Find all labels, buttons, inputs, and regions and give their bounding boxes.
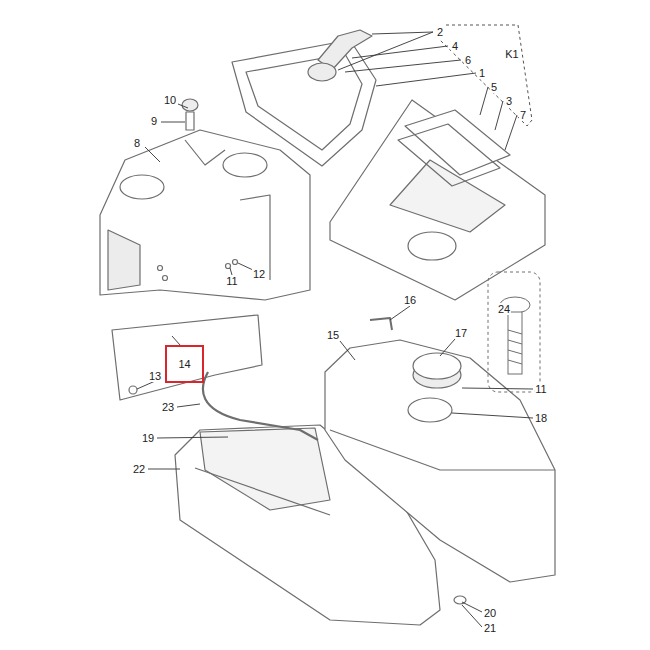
callout-number: 4 <box>451 40 459 52</box>
illustration-line <box>376 73 476 86</box>
callout-number: 16 <box>403 294 417 306</box>
illustration-line <box>440 339 455 356</box>
callout-number: 14 <box>178 358 190 370</box>
callout-number: 24 <box>497 303 511 315</box>
callout-number: 20 <box>483 607 497 619</box>
knob-part <box>182 99 198 111</box>
callout-number: 10 <box>163 94 177 106</box>
washer <box>129 386 137 394</box>
lid-panel <box>330 100 545 300</box>
illustration-line <box>452 413 533 418</box>
callout-number: 2 <box>436 26 444 38</box>
bolt-shaft <box>508 312 522 374</box>
knob <box>308 63 336 81</box>
illustration-line <box>178 104 188 108</box>
callout-number: 3 <box>505 95 513 107</box>
callout-number: 22 <box>132 463 146 475</box>
illustration-line <box>352 46 448 58</box>
callout-number: 15 <box>326 329 340 341</box>
callout-number: 7 <box>519 109 527 121</box>
illustration-line <box>230 268 232 275</box>
recovery-tank <box>325 340 555 582</box>
screw <box>233 260 238 265</box>
lid-opening <box>390 160 505 232</box>
cover-detail <box>185 140 225 165</box>
cover-hole <box>223 153 267 177</box>
detail-box <box>488 272 540 392</box>
hose <box>203 372 318 440</box>
illustration-line <box>145 147 160 162</box>
illustration-line <box>161 122 185 123</box>
illustration-line <box>462 602 482 612</box>
illustration-line <box>462 388 533 389</box>
callout-number: 11 <box>534 383 547 395</box>
callout-number: 5 <box>490 81 498 93</box>
callout-number: 19 <box>141 432 155 444</box>
callout-number: 23 <box>161 401 175 413</box>
screw <box>158 266 163 271</box>
tank-edge <box>330 430 555 470</box>
illustration-line <box>462 605 482 627</box>
callout-number: 17 <box>454 327 468 339</box>
cover-plate <box>405 110 510 175</box>
illustration-line <box>505 115 517 150</box>
lid-hole <box>408 232 456 260</box>
illustration-line <box>480 87 488 115</box>
gasket <box>398 124 500 186</box>
knob-shaft <box>186 112 194 130</box>
screw <box>163 276 168 281</box>
tank-cap-top <box>413 353 461 379</box>
illustration-line <box>172 336 180 345</box>
callout-number: 12 <box>252 268 266 280</box>
cover <box>100 130 310 300</box>
cover-window <box>108 230 140 290</box>
part-outlines <box>100 30 555 625</box>
cover-hole <box>120 175 164 199</box>
illustration-line <box>340 341 355 360</box>
illustration-line <box>148 469 180 470</box>
bracket <box>112 315 262 400</box>
screw <box>226 264 231 269</box>
highlight-box: 14 <box>165 345 204 383</box>
illustration-line <box>372 32 433 34</box>
callout-number: 11 <box>225 275 238 287</box>
callout-number: 18 <box>534 412 548 424</box>
callout-number: K1 <box>504 48 519 60</box>
callout-number: 6 <box>464 54 472 66</box>
illustration-line <box>345 60 461 72</box>
callout-number: 9 <box>150 115 158 127</box>
illustration-line <box>177 404 200 407</box>
handle-inner <box>246 54 362 150</box>
tank-opening <box>200 428 330 510</box>
callout-number: 21 <box>483 622 497 634</box>
tank-edge <box>195 468 330 515</box>
illustration-line <box>238 263 253 270</box>
leader-lines <box>137 32 533 627</box>
callout-number: 13 <box>148 370 162 382</box>
callout-number: 1 <box>478 67 486 79</box>
hose-16 <box>370 318 392 330</box>
illustration-line <box>390 306 410 320</box>
callout-number: 8 <box>133 137 141 149</box>
illustration-line <box>157 437 228 438</box>
illustration-line <box>495 101 503 130</box>
bolt-thread <box>508 330 522 364</box>
cover-edge <box>240 195 270 280</box>
tank-port <box>408 398 452 422</box>
